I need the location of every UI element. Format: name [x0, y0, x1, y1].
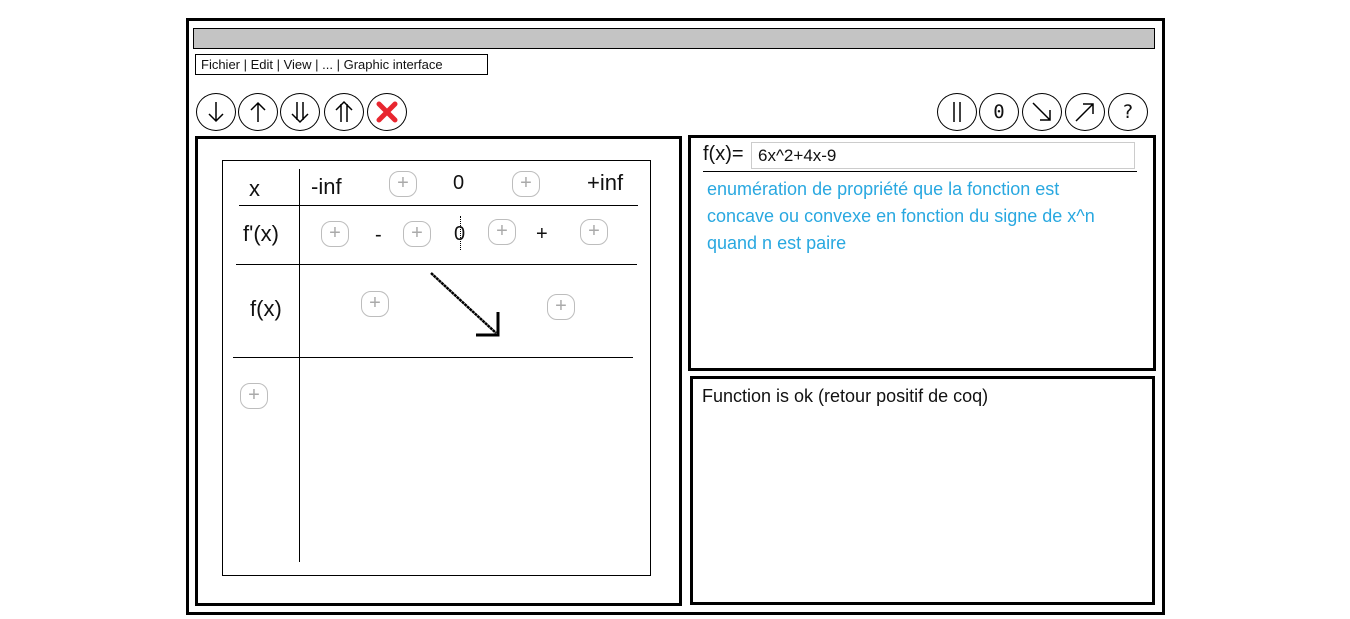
move-top-button[interactable]	[324, 93, 364, 131]
derivative-sign-positive: +	[536, 223, 548, 245]
move-bottom-button[interactable]	[280, 93, 320, 131]
increasing-arrow-button[interactable]	[1065, 93, 1105, 131]
derivative-sign-negative: -	[375, 224, 382, 246]
double-arrow-up-icon	[335, 100, 353, 122]
x-value-zero: 0	[453, 172, 465, 194]
arrow-up-right-icon	[1075, 103, 1094, 122]
x-value-minus-inf: -inf	[311, 174, 342, 199]
double-arrow-down-icon	[291, 102, 309, 124]
variation-table-panel	[195, 136, 682, 606]
help-button[interactable]: ?	[1108, 93, 1148, 131]
zero-button[interactable]: 0	[979, 93, 1019, 131]
move-up-button[interactable]	[238, 93, 278, 131]
menu-bar[interactable]: Fichier | Edit | View | ... | Graphic in…	[195, 54, 488, 75]
add-sign-button[interactable]: +	[321, 221, 349, 247]
close-red-x-icon	[376, 101, 398, 123]
zero-icon: 0	[993, 101, 1005, 123]
x-value-plus-inf: +inf	[587, 170, 624, 195]
function-properties-text: enumération de propriété que la fonction…	[707, 179, 1095, 253]
decreasing-arrow-icon	[430, 272, 500, 337]
delete-button[interactable]	[367, 93, 407, 131]
decreasing-arrow-button[interactable]	[1022, 93, 1062, 131]
title-bar[interactable]	[193, 28, 1155, 49]
status-message: Function is ok (retour positif de coq)	[702, 386, 989, 406]
derivative-row-label: f'(x)	[243, 221, 279, 246]
function-panel	[688, 135, 1156, 371]
double-bar-icon	[953, 102, 961, 122]
add-variation-button[interactable]: +	[547, 294, 575, 320]
add-sign-button[interactable]: +	[580, 219, 608, 245]
arrow-up-icon	[250, 101, 266, 122]
table-row-divider	[233, 357, 633, 358]
zero-dotted-line	[460, 216, 461, 250]
arrow-down-right-icon	[1032, 102, 1051, 121]
arrow-down-icon	[208, 102, 224, 123]
function-input[interactable]: 6x^2+4x-9	[751, 142, 1135, 169]
double-bar-button[interactable]	[937, 93, 977, 131]
add-sign-button[interactable]: +	[403, 221, 431, 247]
function-row-label: f(x)	[250, 296, 282, 321]
variation-table	[222, 160, 651, 576]
function-label: f(x)=	[703, 143, 744, 165]
add-row-button[interactable]: +	[240, 383, 268, 409]
add-x-value-button[interactable]: +	[389, 171, 417, 197]
add-sign-button[interactable]: +	[488, 219, 516, 245]
add-x-value-button[interactable]: +	[512, 171, 540, 197]
add-variation-button[interactable]: +	[361, 291, 389, 317]
help-icon: ?	[1122, 101, 1134, 123]
derivative-zero: 0	[454, 223, 466, 245]
table-vertical-divider	[299, 169, 300, 562]
table-row-divider	[236, 264, 637, 265]
table-row-divider	[239, 205, 638, 206]
status-panel	[690, 376, 1155, 605]
function-separator	[703, 171, 1137, 172]
x-row-label: x	[249, 176, 260, 201]
move-down-button[interactable]	[196, 93, 236, 131]
